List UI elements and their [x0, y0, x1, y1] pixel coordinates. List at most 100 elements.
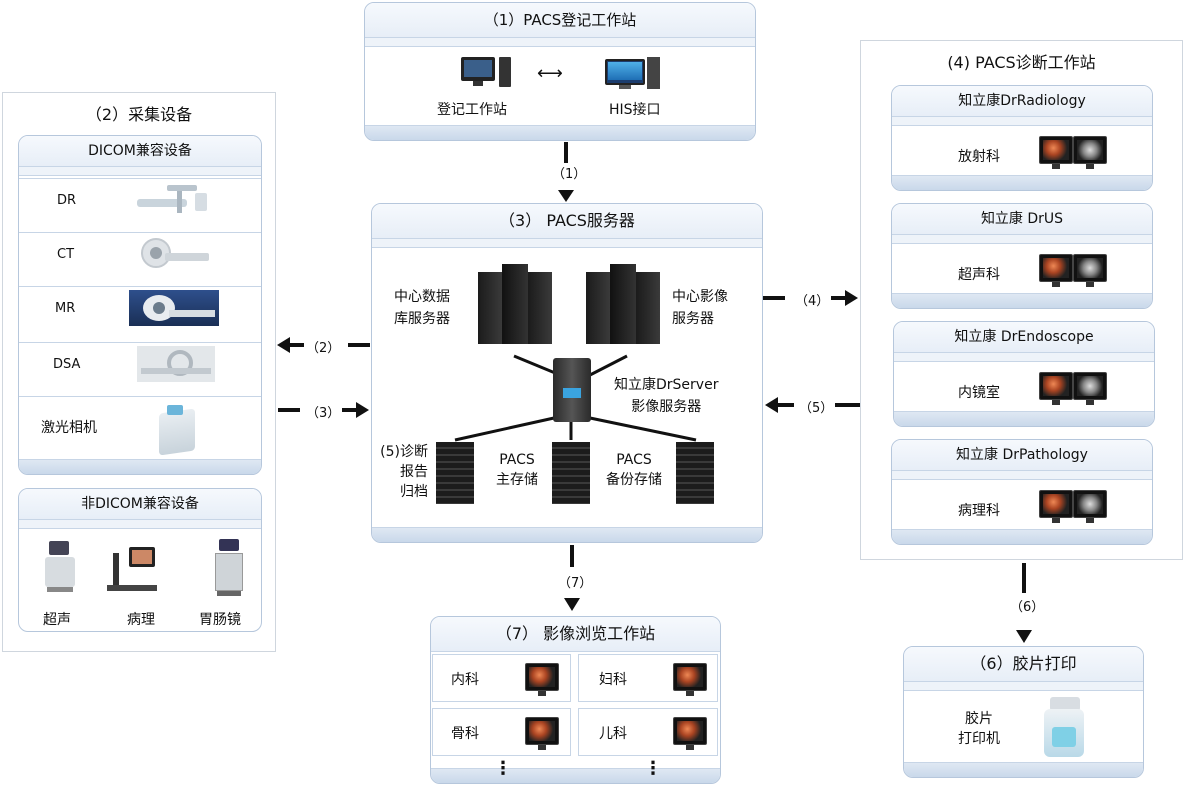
more-ellipsis-icon: ⋮	[644, 758, 662, 779]
mr-scanner-icon	[129, 290, 219, 326]
device-label: 超声	[43, 612, 71, 628]
monitor-icon	[1073, 490, 1107, 523]
main-storage-icon	[552, 442, 590, 504]
diag-station-dept: 病理科	[958, 503, 1000, 519]
device-row-dr: DR	[19, 178, 261, 220]
arrow-5-label: （5）	[797, 397, 836, 416]
link-db	[513, 354, 561, 377]
device-label: 病理	[127, 612, 155, 628]
arrow-6-head	[1016, 630, 1032, 643]
registration-title: （1）PACS登记工作站	[365, 3, 755, 38]
laser-camera-icon	[159, 403, 197, 456]
non-dicom-devices-panel: 非DICOM兼容设备 超声 病理 胃肠镜	[18, 488, 262, 632]
diagnosis-title: (4) PACS诊断工作站	[947, 53, 1096, 72]
registration-panel: （1）PACS登记工作站 ⟷ 登记工作站 HIS接口	[364, 2, 756, 141]
archive-server-icon	[436, 442, 474, 504]
monitor-icon	[1039, 490, 1073, 523]
device-label: DSA	[53, 357, 81, 372]
arrow-2-head	[277, 337, 290, 353]
arrow-2-label: （2）	[304, 337, 343, 356]
device-label: 激光相机	[41, 420, 97, 436]
backup-storage-label: PACS 备份存储	[606, 452, 662, 488]
pacs-server-title: （3） PACS服务器	[372, 204, 762, 239]
link-archive	[454, 416, 555, 442]
browse-dept-pediatrics: 儿科	[578, 708, 718, 756]
diag-station-dept: 放射科	[958, 149, 1000, 165]
more-ellipsis-icon: ⋮	[494, 758, 512, 779]
backup-storage-icon	[676, 442, 714, 504]
device-row-dsa: DSA	[19, 342, 261, 384]
diag-station-title: 知立康 DrPathology	[892, 440, 1152, 471]
diag-station-title: 知立康 DrUS	[892, 204, 1152, 235]
dsa-machine-icon	[137, 346, 215, 382]
browse-dept-internal: 内科	[432, 654, 571, 702]
database-server-icon	[478, 264, 552, 344]
monitor-icon	[1039, 254, 1073, 287]
his-computer-icon	[605, 57, 661, 91]
monitor-icon	[1073, 254, 1107, 287]
diag-station-endoscope: 知立康 DrEndoscope 内镜室	[893, 321, 1155, 427]
acquisition-title: （2）采集设备	[85, 105, 193, 124]
image-server-icon	[586, 264, 660, 344]
device-row-laser-camera: 激光相机	[19, 396, 261, 462]
ultrasound-machine-icon	[45, 541, 79, 595]
monitor-icon	[1039, 136, 1073, 169]
film-printer-label: 胶片 打印机	[958, 711, 1000, 747]
arrow-6-label: （6）	[1008, 596, 1047, 615]
arrow-1-label: （1）	[550, 163, 589, 182]
device-label: MR	[55, 301, 76, 316]
arrow-3-label: （3）	[304, 402, 343, 421]
device-label: CT	[57, 247, 75, 262]
arrow-1-head	[558, 190, 574, 202]
browse-title: （7） 影像浏览工作站	[431, 617, 720, 652]
device-label: DR	[57, 193, 77, 208]
browse-dept-gynecology: 妇科	[578, 654, 718, 702]
pathology-workstation-icon	[107, 547, 159, 595]
diag-station-dept: 超声科	[958, 267, 1000, 283]
registration-workstation-label: 登记工作站	[437, 102, 507, 118]
film-printer-icon	[1044, 697, 1088, 759]
device-label: 胃肠镜	[199, 612, 241, 628]
browse-dept-orthopedics: 骨科	[432, 708, 571, 756]
device-row-mr: MR	[19, 286, 261, 328]
monitor-icon	[673, 717, 707, 750]
diag-station-radiology: 知立康DrRadiology 放射科	[891, 85, 1153, 191]
monitor-icon	[525, 663, 559, 696]
bidirectional-arrow-icon: ⟷	[537, 63, 563, 84]
arrow-4-head	[845, 290, 858, 306]
arrow-7-head	[564, 598, 580, 611]
monitor-icon	[1073, 372, 1107, 405]
main-storage-label: PACS 主存储	[496, 452, 538, 488]
film-print-title: （6）胶片打印	[904, 647, 1143, 682]
diag-station-pathology: 知立康 DrPathology 病理科	[891, 439, 1153, 545]
dr-machine-icon	[137, 183, 211, 215]
monitor-icon	[525, 717, 559, 750]
drserver-tower-icon	[553, 358, 591, 422]
arrow-7-label: （7）	[556, 572, 595, 591]
drserver-label: 知立康DrServer 影像服务器	[614, 377, 719, 415]
arrow-3-head	[356, 402, 369, 418]
diag-station-title: 知立康DrRadiology	[892, 86, 1152, 117]
ct-scanner-icon	[137, 236, 211, 270]
diag-station-title: 知立康 DrEndoscope	[894, 322, 1154, 353]
dicom-devices-panel: DICOM兼容设备 DR CT MR DSA	[18, 135, 262, 475]
diag-station-dept: 内镜室	[958, 385, 1000, 401]
arrow-5-head	[765, 397, 778, 413]
desktop-pc-icon	[461, 57, 511, 89]
report-archive-label: (5)诊断 报告 归档	[380, 444, 428, 500]
image-server-label: 中心影像 服务器	[672, 289, 728, 327]
film-print-panel: （6）胶片打印 胶片 打印机	[903, 646, 1144, 778]
his-interface-label: HIS接口	[609, 102, 661, 118]
diag-station-ultrasound: 知立康 DrUS 超声科	[891, 203, 1153, 309]
monitor-icon	[673, 663, 707, 696]
link-backup	[589, 416, 697, 442]
dicom-devices-title: DICOM兼容设备	[19, 136, 261, 167]
monitor-icon	[1073, 136, 1107, 169]
link-image	[589, 354, 628, 377]
non-dicom-devices-title: 非DICOM兼容设备	[19, 489, 261, 520]
device-row-ct: CT	[19, 232, 261, 274]
gastroscope-cart-icon	[215, 539, 245, 597]
arrow-4-label: （4）	[793, 290, 832, 309]
